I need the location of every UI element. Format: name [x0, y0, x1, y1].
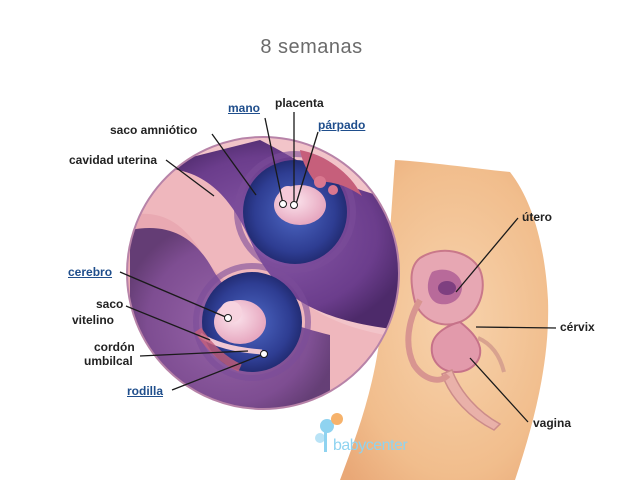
label-saco-vitelino-line1: saco: [96, 297, 124, 311]
label-cordon-line1: cordón: [94, 340, 135, 354]
label-parpado[interactable]: párpado: [318, 118, 366, 132]
magnified-circle: [127, 137, 399, 409]
label-vagina: vagina: [533, 416, 572, 430]
leader-dots: [224, 200, 298, 358]
label-cavidad-uterina: cavidad uterina: [69, 153, 158, 167]
label-rodilla[interactable]: rodilla: [127, 384, 164, 398]
label-mano[interactable]: mano: [228, 101, 261, 115]
babycenter-logo-mark: [315, 413, 343, 452]
label-cervix: cérvix: [560, 320, 595, 334]
leader-lines: [119, 112, 557, 423]
label-cordon-line2: umbilcal: [84, 354, 133, 368]
label-utero: útero: [522, 210, 552, 224]
label-saco-vitelino-line2: vitelino: [72, 313, 115, 327]
babycenter-logo-text: babycenter: [333, 437, 408, 454]
label-placenta: placenta: [275, 96, 324, 110]
label-cerebro[interactable]: cerebro: [68, 265, 113, 279]
page-title: 8 semanas: [260, 36, 363, 58]
pelvic-organs: [405, 249, 506, 431]
magnified-circle-border: [126, 136, 400, 410]
label-saco-amniotico: saco amniótico: [110, 123, 198, 137]
